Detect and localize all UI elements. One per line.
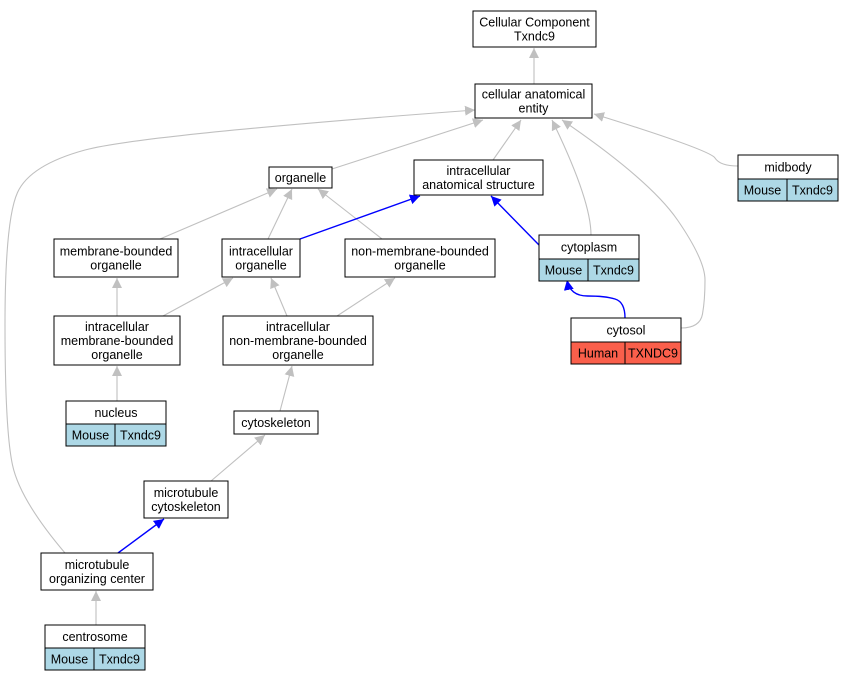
node-box [538, 234, 640, 260]
edge-intracellular-membrane-bounded-organelle-to-intracellular-organelle [162, 277, 234, 317]
node-label: intracellular [447, 164, 511, 178]
edge-cytoplasm-to-cellular-anatomical-entity [551, 119, 592, 236]
node-box [472, 10, 597, 48]
node-label: intracellular [85, 320, 149, 334]
edge-microtubule-cytoskeleton-to-cytoskeleton [210, 434, 266, 482]
node-label: intracellular [266, 320, 330, 334]
edge-microtubule-organizing-center-to-cellular-anatomical-entity [4, 105, 476, 554]
edge-organelle-to-cellular-anatomical-entity [331, 118, 484, 170]
gene-cell [624, 341, 682, 365]
gene-cell [786, 178, 839, 202]
edge-cytoskeleton-to-intracellular-non-membrane-bounded-organelle [279, 365, 295, 412]
node-label: organizing center [49, 572, 145, 586]
node-box [40, 552, 154, 591]
edge-layer [4, 48, 739, 625]
node-label: organelle [91, 348, 142, 362]
node-label: intracellular [229, 245, 293, 259]
node-label: Txndc9 [514, 30, 555, 44]
edge-intracellular-anatomical-structure-to-cellular-anatomical-entity [492, 119, 522, 161]
edge-microtubule-organizing-center-to-microtubule-cytoskeleton [117, 518, 165, 554]
node-box [53, 315, 181, 366]
node-box [474, 83, 593, 119]
node-label: Cellular Component [479, 16, 590, 30]
node-label: midbody [764, 161, 812, 175]
gene-label: Txndc9 [792, 184, 833, 198]
node-box [570, 317, 682, 343]
node-box [222, 315, 374, 366]
node-label: cytoskeleton [241, 416, 311, 430]
node-cytoskeleton[interactable]: cytoskeleton [233, 410, 319, 435]
species-label: Human [578, 347, 618, 361]
node-box [143, 480, 229, 519]
gene-cell [587, 258, 640, 282]
gene-label: Txndc9 [99, 653, 140, 667]
node-label: organelle [394, 259, 445, 273]
gene-label: Txndc9 [120, 429, 161, 443]
node-box [53, 238, 179, 278]
edge-non-membrane-bounded-organelle-to-organelle [317, 188, 383, 240]
node-box [221, 238, 301, 278]
node-label: cytosol [607, 324, 646, 338]
species-label: Mouse [72, 429, 110, 443]
edge-cytosol-to-cellular-anatomical-entity [561, 119, 706, 329]
node-label: microtubule [65, 558, 130, 572]
node-organelle[interactable]: organelle [268, 166, 333, 189]
gene-label: TXNDC9 [628, 347, 678, 361]
node-label: cytoskeleton [151, 500, 221, 514]
gene-cell [93, 647, 146, 671]
node-box [737, 154, 839, 180]
node-label: non-membrane-bounded [351, 245, 489, 259]
node-label: entity [519, 102, 550, 116]
edge-cytosol-to-cytoplasm [563, 279, 626, 319]
node-label: membrane-bounded [60, 245, 173, 259]
node-label: membrane-bounded [61, 334, 174, 348]
node-box [268, 166, 333, 189]
edge-intracellular-organelle-to-intracellular-anatomical-structure [299, 194, 421, 240]
node-label: organelle [90, 259, 141, 273]
species-label: Mouse [744, 184, 782, 198]
gene-cell [114, 423, 167, 447]
node-box [413, 159, 544, 196]
node-box [344, 238, 496, 278]
node-label: organelle [235, 259, 286, 273]
node-label: organelle [275, 171, 326, 185]
edge-intracellular-non-membrane-bounded-organelle-to-intracellular-organelle [270, 277, 288, 317]
gene-label: Txndc9 [593, 264, 634, 278]
species-label: Mouse [545, 264, 583, 278]
node-label: nucleus [94, 406, 137, 420]
edge-intracellular-non-membrane-bounded-organelle-to-non-membrane-bounded-organelle [336, 277, 396, 317]
edge-cytoplasm-to-intracellular-anatomical-structure [490, 195, 540, 246]
edge-membrane-bounded-organelle-to-organelle [159, 188, 278, 240]
node-box [233, 410, 319, 435]
species-label: Mouse [51, 653, 89, 667]
node-intracellular-non-membrane-bounded-organelle[interactable]: intracellularnon-membrane-boundedorganel… [222, 315, 374, 366]
node-label: anatomical structure [422, 178, 535, 192]
node-label: cellular anatomical [482, 88, 586, 102]
node-label: cytoplasm [561, 241, 617, 255]
node-label: microtubule [154, 486, 219, 500]
node-label: non-membrane-bounded [229, 334, 367, 348]
edge-midbody-to-cellular-anatomical-entity [593, 112, 739, 167]
node-label: organelle [272, 348, 323, 362]
edge-intracellular-organelle-to-organelle [267, 188, 293, 240]
node-label: centrosome [62, 630, 127, 644]
